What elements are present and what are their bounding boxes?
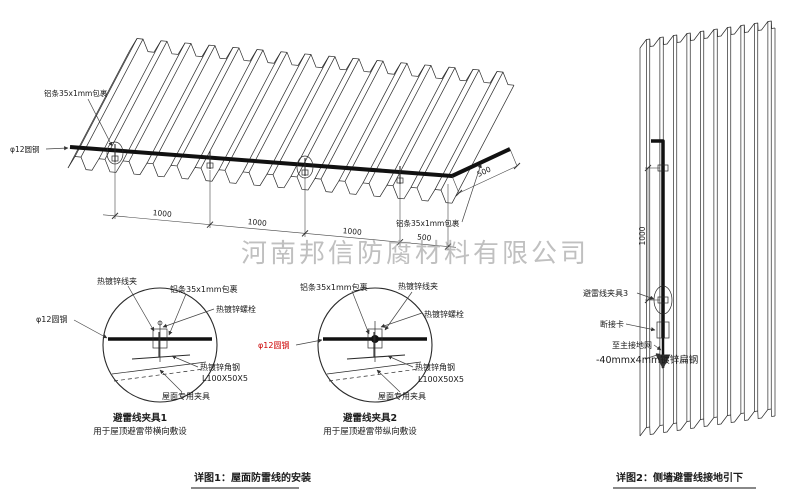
label-galvanized-wire-clip: 热镀锌线夹 — [97, 276, 137, 286]
label-roof-fixture: 屋面专用夹具 — [378, 391, 426, 401]
label-aluminum-strip-right: 铝条35x1mm包裹 — [396, 218, 460, 228]
detail-circle-2 — [317, 287, 433, 403]
angle-steel-leg — [346, 354, 406, 360]
label-aluminum-strip-top: 铝条35x1mm包裹 — [44, 88, 108, 98]
roof-dimension-chain: 1000 1000 1000 500 — [102, 162, 457, 250]
label-galvanized-wire-clip: 热镀锌线夹 — [398, 281, 438, 291]
dimension-label: 500 — [417, 232, 432, 242]
roof-surface — [111, 361, 207, 375]
figure1-caption: 详图1：屋面防雷线的安装 — [194, 471, 311, 484]
label-angle-spec: L100X50X5 — [202, 374, 248, 383]
label-angle-steel: 热镀锌角钢 — [415, 362, 455, 372]
detail-clamp1: 热镀锌线夹 铝条35x1mm包裹 热镀锌螺栓 φ12圆钢 热镀锌角钢 L100X… — [36, 276, 256, 437]
dimension-label: 1000 — [638, 226, 647, 245]
lightning-wire — [69, 145, 511, 178]
label-galvanized-bolt: 热镀锌螺栓 — [424, 309, 464, 319]
detail-circle-1 — [102, 287, 218, 403]
label-aluminum-strip: 铝条35x1mm包裹 — [170, 284, 238, 294]
label-round-steel: φ12圆钢 — [10, 144, 40, 154]
label-round-steel: φ12圆钢 — [36, 314, 67, 324]
dimension-label: 1000 — [152, 208, 172, 219]
clamp1-subtitle: 用于屋顶避雷带横向敷设 — [93, 426, 187, 437]
label-angle-steel: 热镀锌角钢 — [200, 362, 240, 372]
figure2-caption: 详图2：侧墙避雷线接地引下 — [616, 471, 743, 484]
label-aluminum-strip: 铝条35x1mm包裹 — [300, 282, 368, 292]
dimension-label: 1000 — [247, 217, 267, 228]
label-roof-fixture: 屋面专用夹具 — [162, 391, 210, 401]
label-galvanized-bolt: 热镀锌螺栓 — [216, 304, 256, 314]
roof-surface — [326, 361, 422, 375]
label-to-main-ground: 至主接地网 — [612, 340, 652, 350]
wall-drawing: 1000 避雷线夹具3 断接卡 至主接地网 -40mmx4mm镀锌扁钢 — [583, 20, 776, 437]
clamp2-subtitle: 用于屋顶避雷带纵向敷设 — [323, 426, 417, 437]
clamp1-title: 避雷线夹具1 — [113, 412, 167, 424]
label-wire-clamp-3: 避雷线夹具3 — [583, 288, 628, 298]
dimension-label: 500 — [476, 165, 493, 179]
corrugated-roof-sheet — [67, 38, 515, 204]
detail-clamp2: 铝条35x1mm包裹 热镀锌线夹 热镀锌螺栓 φ12圆钢 热镀锌角钢 L100X… — [258, 281, 464, 437]
label-angle-spec: L100X50X5 — [418, 375, 464, 384]
down-conductor — [651, 139, 665, 338]
label-flat-steel: -40mmx4mm镀锌扁钢 — [596, 354, 698, 366]
wall-dimension: 1000 — [638, 164, 660, 304]
watermark: 河南邦信防腐材料有限公司 — [241, 239, 589, 269]
label-disconnect-card: 断接卡 — [600, 319, 624, 329]
clamp2-title: 避雷线夹具2 — [343, 412, 397, 424]
corrugated-wall-sheet — [639, 20, 776, 437]
dimension-label: 1000 — [342, 226, 362, 237]
roof-isometric-drawing: 1000 1000 1000 500 500 铝条35x1mm包裹 φ12圆钢 … — [10, 38, 521, 250]
label-round-steel-red: φ12圆钢 — [258, 340, 289, 350]
angle-steel-leg — [131, 354, 191, 360]
